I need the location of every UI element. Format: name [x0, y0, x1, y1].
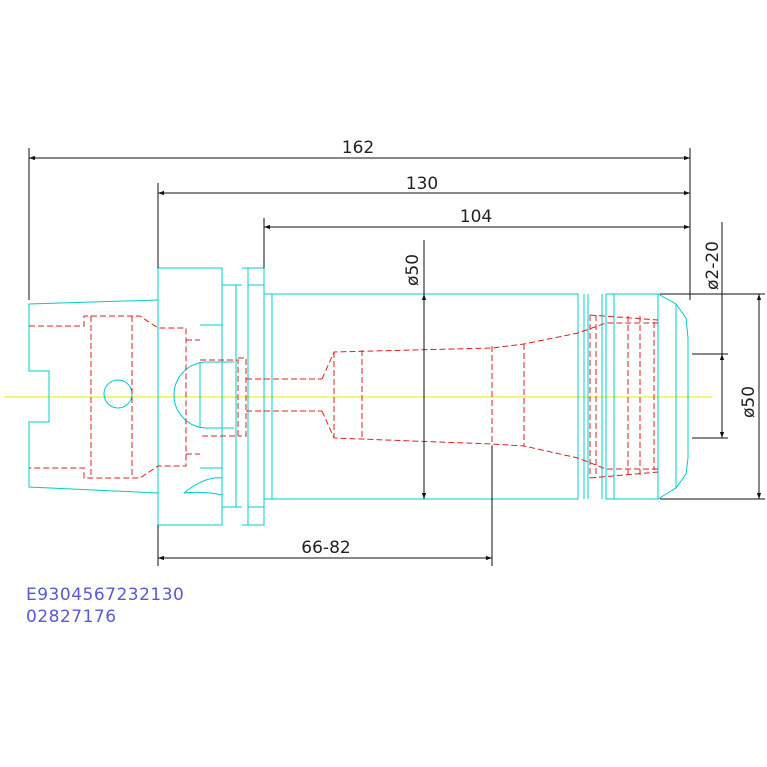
part-code-line-2: 02827176 [26, 607, 117, 627]
dim-body-diameter: ø50 [403, 254, 423, 286]
dimension-lines [28, 148, 765, 566]
dim-overall-length: 162 [342, 138, 374, 158]
dim-gauge-length: 66-82 [301, 538, 350, 558]
holder-outline [28, 267, 689, 526]
dim-body-length: 104 [460, 207, 492, 227]
part-code-line-1: E9304567232130 [26, 585, 185, 605]
dim-nose-diameter: ø50 [739, 386, 759, 418]
hidden-lines [29, 314, 659, 479]
dim-flange-to-tip: 130 [406, 174, 438, 194]
dim-clamping-range: ø2-20 [703, 241, 723, 290]
